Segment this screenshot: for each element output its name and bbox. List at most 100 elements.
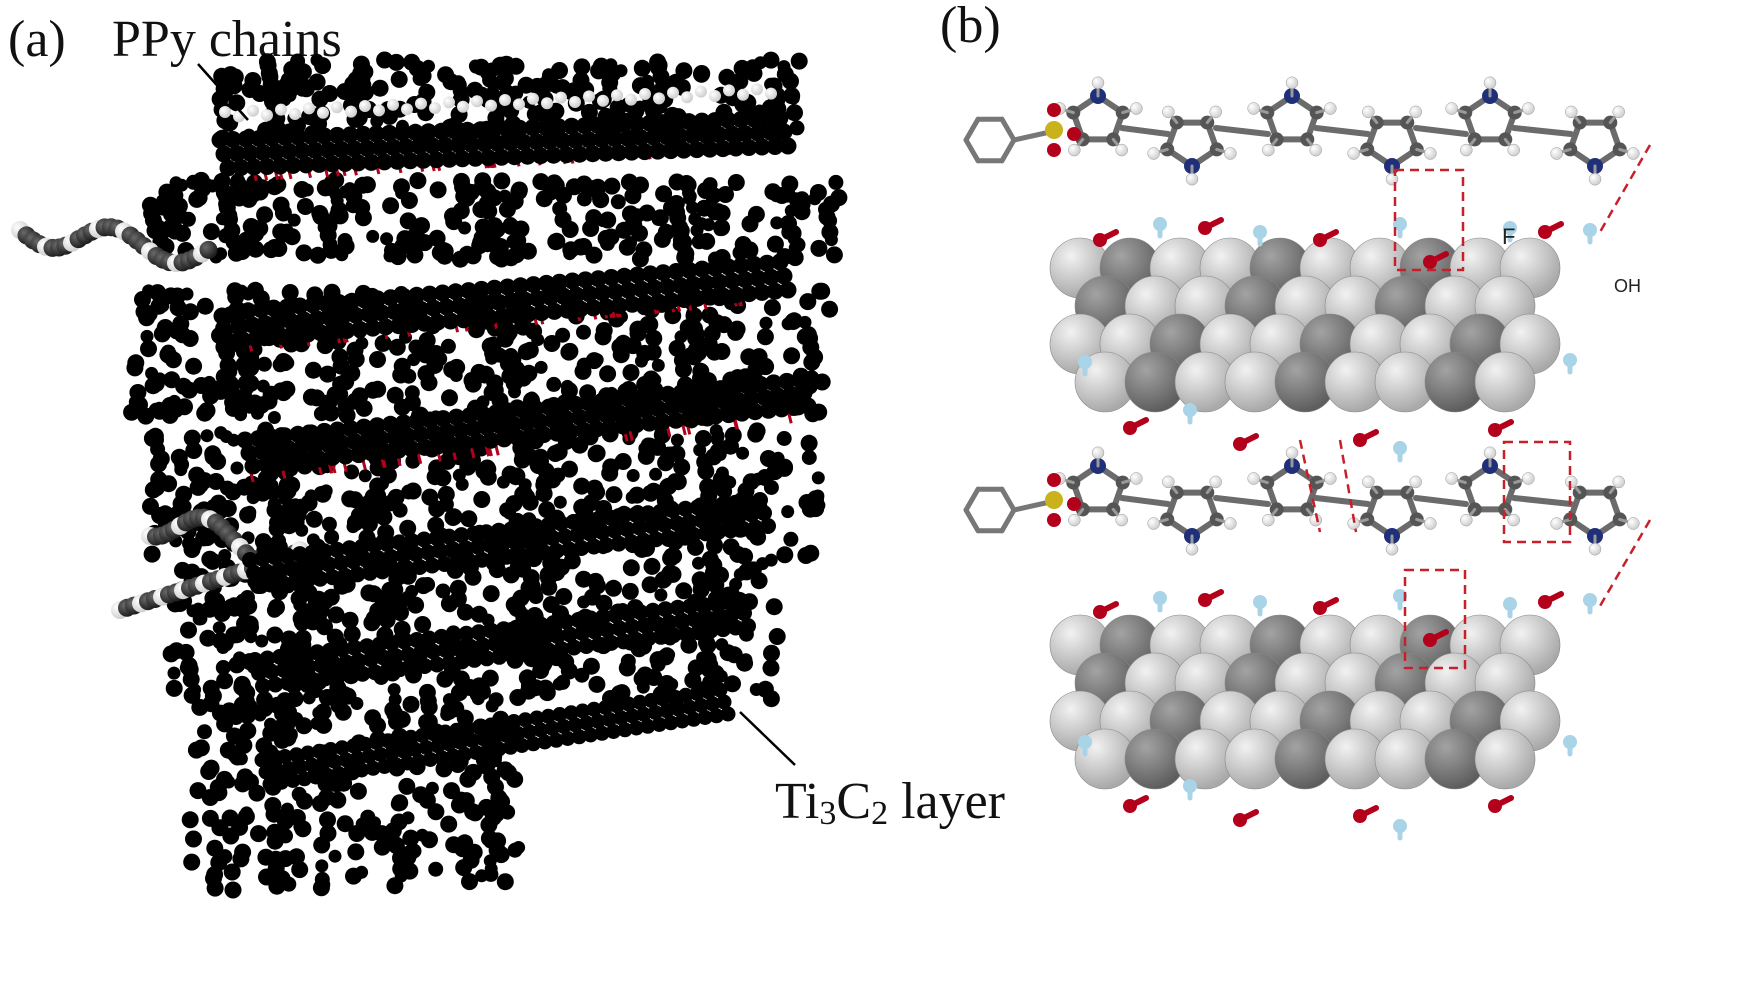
ti3c2-sphere [688,289,706,307]
ti3c2-sphere [447,408,465,426]
ti3c2-sphere [296,645,313,662]
ti3c2-sphere [557,613,574,630]
ti3c2-sphere [345,553,362,570]
ring-hydrogen-atom [1460,143,1473,157]
ti3c2-sphere [522,427,539,445]
ti3c2-sphere [400,646,417,663]
fluorine-atom [1563,735,1577,749]
ppy-carbon-atom [296,792,313,810]
ti3c2-sphere [632,604,649,621]
ppy-carbon-atom [641,576,659,594]
ti3c2-sphere [273,327,291,345]
ppy-carbon-atom [643,557,661,575]
ppy-carbon-atom [265,805,283,823]
ti3c2-sphere [480,743,495,759]
ti3c2-sphere [355,418,373,436]
ti3c2-sphere [688,141,706,159]
ppy-carbon-atom [180,621,197,639]
ti3c2-sphere [718,509,735,526]
ti3c2-sphere [711,608,728,625]
ring-hydrogen-atom [1162,475,1175,489]
ti3c2-sphere [323,155,341,173]
ti3c2-sphere [590,713,606,729]
ti3c2-sphere [762,124,780,141]
ti3c2-sphere [361,748,377,764]
ppy-carbon-atom [185,357,203,375]
ppy-carbon-atom [163,371,181,389]
ti3c2-sphere [451,297,469,315]
ring-hydrogen-atom [1091,446,1105,460]
ppy-hydrogen-atom [261,109,273,122]
ti3c2-sphere [455,434,473,452]
ppy-carbon-atom [592,191,610,209]
ti3c2-sphere [354,538,370,555]
ppy-carbon-atom [404,482,422,500]
ppy-carbon-atom [786,104,803,122]
ti3c2-sphere [263,129,281,147]
ti3c2-sphere [561,541,577,558]
ti3c2-sphere [778,372,796,390]
ti3c2-sphere [654,413,672,431]
ppy-dopant-atom [420,577,436,592]
ppy-carbon-atom [189,478,207,496]
ppy-carbon-atom [484,344,502,362]
oxygen-atom [1313,601,1327,615]
ppy-carbon-atom [295,717,313,735]
ppy-carbon-atom [727,174,745,191]
ti3c2-sphere [370,550,387,567]
ti3c2-sphere [684,127,702,145]
ppy-carbon-atom [645,329,663,347]
ti3c2-sphere [758,254,776,272]
ppy-carbon-atom [204,552,222,570]
ti3c2-sphere [672,384,690,402]
oxygen-atom [1198,593,1212,607]
ti3c2-sphere [636,617,653,634]
ppy-carbon-atom [376,51,394,69]
ti3c2-sphere [528,133,546,151]
ti3c2-sphere [372,430,390,448]
ring-hydrogen-atom [1209,475,1222,489]
ppy-carbon-atom [374,334,392,352]
fluorine-atom [1583,223,1597,237]
ti3c2-sphere [250,130,268,147]
ring-hydrogen-atom [1324,472,1337,485]
bond-stick [1213,495,1271,507]
ti3c2-sphere [271,157,289,175]
ti3c2-sphere [421,630,438,647]
ti3c2-sphere [299,572,316,589]
ppy-hydrogen-atom [415,828,429,842]
ti3c2-sphere [736,605,752,621]
ti3c2-sphere [759,401,777,419]
ti3c2-sphere [388,152,406,170]
ti3c2-sphere [511,547,528,564]
ti3c2-sphere [677,500,694,517]
ppy-carbon-atom [517,343,535,361]
bond-stick [1511,495,1574,507]
ti3c2-sphere [360,305,378,323]
ppy-carbon-atom [337,373,355,391]
ring-hydrogen-atom [1507,143,1520,157]
ring-hydrogen-atom [1185,542,1199,556]
ti3c2-sphere [440,150,458,168]
oxygen-atom [1067,127,1081,141]
ti3c2-sphere [386,561,403,578]
ppy-carbon-atom [436,670,454,688]
ppy-carbon-atom [188,466,206,484]
ring-hydrogen-atom [1565,105,1578,119]
ti3c2-sphere [304,757,320,773]
ti3c2-sphere [450,640,466,657]
ti3c2-sphere [442,436,460,454]
ppy-dopant-atom [438,496,454,512]
ti3c2-sphere [609,698,625,714]
ti3c2-sphere [263,663,280,680]
ppy-carbon-atom [655,185,673,203]
ti3c2-sphere [565,639,582,656]
ppy-carbon-atom [207,473,225,490]
ppy-hydrogen-atom [513,98,525,111]
ti3c2-sphere [436,136,454,154]
ti3c2-sphere [544,411,562,429]
ti3c2-sphere [636,401,654,419]
ti3c2-sphere [317,670,334,687]
ppy-hydrogen-atom [216,641,230,654]
ti3c2-sphere [371,636,388,653]
